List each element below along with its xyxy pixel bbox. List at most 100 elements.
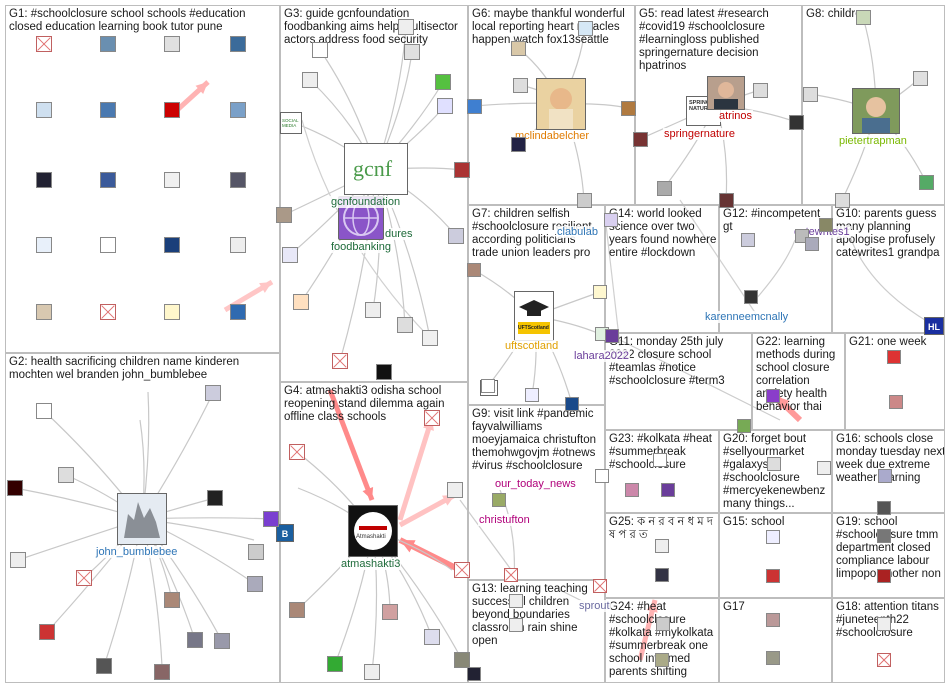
- graph-node[interactable]: [741, 233, 755, 247]
- graph-node[interactable]: [855, 9, 871, 25]
- graph-node[interactable]: [467, 263, 481, 277]
- graph-node[interactable]: [424, 629, 440, 645]
- avatar-mclindabelcher[interactable]: [536, 78, 586, 130]
- graph-node[interactable]: [39, 624, 55, 640]
- graph-node[interactable]: [737, 419, 751, 433]
- avatar-john-bumblebee[interactable]: [117, 493, 167, 545]
- graph-node[interactable]: [164, 304, 180, 320]
- graph-node[interactable]: [595, 469, 609, 483]
- graph-node[interactable]: [100, 304, 116, 320]
- graph-node[interactable]: [289, 444, 305, 460]
- graph-node[interactable]: [7, 480, 23, 496]
- label-clabulab[interactable]: clabulab: [556, 226, 599, 238]
- avatar-hpatrinos[interactable]: [707, 76, 745, 110]
- logo-gcnfoundation[interactable]: gcnf: [344, 143, 408, 195]
- graph-node[interactable]: [604, 213, 618, 227]
- graph-node[interactable]: [154, 664, 170, 680]
- graph-node[interactable]: [437, 98, 453, 114]
- graph-node[interactable]: [767, 457, 781, 471]
- avatar-pietertrapman[interactable]: [852, 88, 900, 134]
- graph-node[interactable]: [230, 172, 246, 188]
- logo-uftscotland[interactable]: UFTScotland: [514, 291, 554, 341]
- graph-node[interactable]: [877, 569, 891, 583]
- label-atmashakti3[interactable]: atmashakti3: [340, 558, 402, 570]
- graph-node[interactable]: [327, 656, 343, 672]
- label-lahara2022[interactable]: lahara2022: [573, 350, 631, 362]
- graph-node[interactable]: [214, 633, 230, 649]
- label-gcnfoundation[interactable]: gcnfoundation: [330, 196, 402, 208]
- graph-node[interactable]: [100, 237, 116, 253]
- graph-node[interactable]: [918, 174, 934, 190]
- graph-node[interactable]: [76, 570, 92, 586]
- graph-node[interactable]: [404, 44, 420, 60]
- graph-node[interactable]: [509, 618, 523, 632]
- graph-node[interactable]: [230, 304, 246, 320]
- graph-node[interactable]: [752, 82, 768, 98]
- logo-atmashakti3[interactable]: Atmashakti: [348, 505, 398, 557]
- graph-node[interactable]: [819, 218, 833, 232]
- graph-node[interactable]: [164, 237, 180, 253]
- graph-node[interactable]: [802, 86, 818, 102]
- graph-node[interactable]: [36, 403, 52, 419]
- graph-node[interactable]: [10, 552, 26, 568]
- graph-node[interactable]: [100, 172, 116, 188]
- graph-node[interactable]: [593, 285, 607, 299]
- graph-node[interactable]: [230, 102, 246, 118]
- graph-node[interactable]: [164, 172, 180, 188]
- graph-node[interactable]: [577, 20, 593, 36]
- logo-hl[interactable]: HL: [924, 317, 944, 335]
- graph-node[interactable]: [365, 302, 381, 318]
- label-our-today-news[interactable]: our_today_news: [494, 478, 577, 490]
- graph-node[interactable]: [36, 237, 52, 253]
- graph-node[interactable]: [447, 482, 463, 498]
- graph-node[interactable]: [766, 389, 780, 403]
- graph-node[interactable]: [605, 329, 619, 343]
- label-pietertrapman[interactable]: pietertrapman: [838, 135, 908, 147]
- graph-node[interactable]: [312, 42, 328, 58]
- graph-node[interactable]: [230, 36, 246, 52]
- graph-node[interactable]: [766, 651, 780, 665]
- graph-node[interactable]: [878, 469, 892, 483]
- label-springernature[interactable]: springernature: [663, 128, 736, 140]
- graph-node[interactable]: [656, 180, 672, 196]
- graph-node[interactable]: [448, 228, 464, 244]
- graph-node[interactable]: [565, 397, 579, 411]
- graph-node[interactable]: [100, 102, 116, 118]
- graph-node[interactable]: [510, 136, 526, 152]
- graph-node[interactable]: [766, 569, 780, 583]
- label-john-bumblebee[interactable]: john_bumblebee: [95, 546, 179, 558]
- graph-node[interactable]: [282, 247, 298, 263]
- graph-node[interactable]: [467, 667, 481, 681]
- graph-node[interactable]: [661, 483, 675, 497]
- graph-node[interactable]: [877, 653, 891, 667]
- graph-node[interactable]: [625, 483, 639, 497]
- graph-node[interactable]: [620, 100, 636, 116]
- label-sprout[interactable]: sprout: [578, 600, 611, 612]
- label-christufton[interactable]: christufton: [478, 514, 531, 526]
- graph-node[interactable]: [509, 594, 523, 608]
- graph-node[interactable]: [656, 617, 670, 631]
- graph-node[interactable]: [834, 192, 850, 208]
- graph-node[interactable]: [382, 604, 398, 620]
- graph-node[interactable]: [207, 490, 223, 506]
- graph-node[interactable]: [454, 652, 470, 668]
- graph-node[interactable]: [247, 576, 263, 592]
- graph-node[interactable]: [454, 562, 470, 578]
- graph-node[interactable]: [655, 653, 669, 667]
- graph-node[interactable]: [889, 395, 903, 409]
- graph-node[interactable]: [653, 453, 667, 467]
- graph-node[interactable]: [576, 192, 592, 208]
- graph-node[interactable]: [766, 613, 780, 627]
- graph-node[interactable]: [248, 544, 264, 560]
- graph-node[interactable]: [466, 98, 482, 114]
- label-uftscotland[interactable]: uftscotland: [504, 340, 560, 352]
- graph-node[interactable]: [302, 72, 318, 88]
- graph-node[interactable]: [877, 529, 891, 543]
- graph-node[interactable]: [454, 162, 470, 178]
- label-atrinos[interactable]: atrinos: [718, 110, 754, 122]
- graph-node[interactable]: [397, 317, 413, 333]
- graph-node[interactable]: [263, 511, 279, 527]
- label-karenneemcnally[interactable]: karenneemcnally: [704, 311, 790, 323]
- graph-node[interactable]: [187, 632, 203, 648]
- graph-node[interactable]: [744, 290, 758, 304]
